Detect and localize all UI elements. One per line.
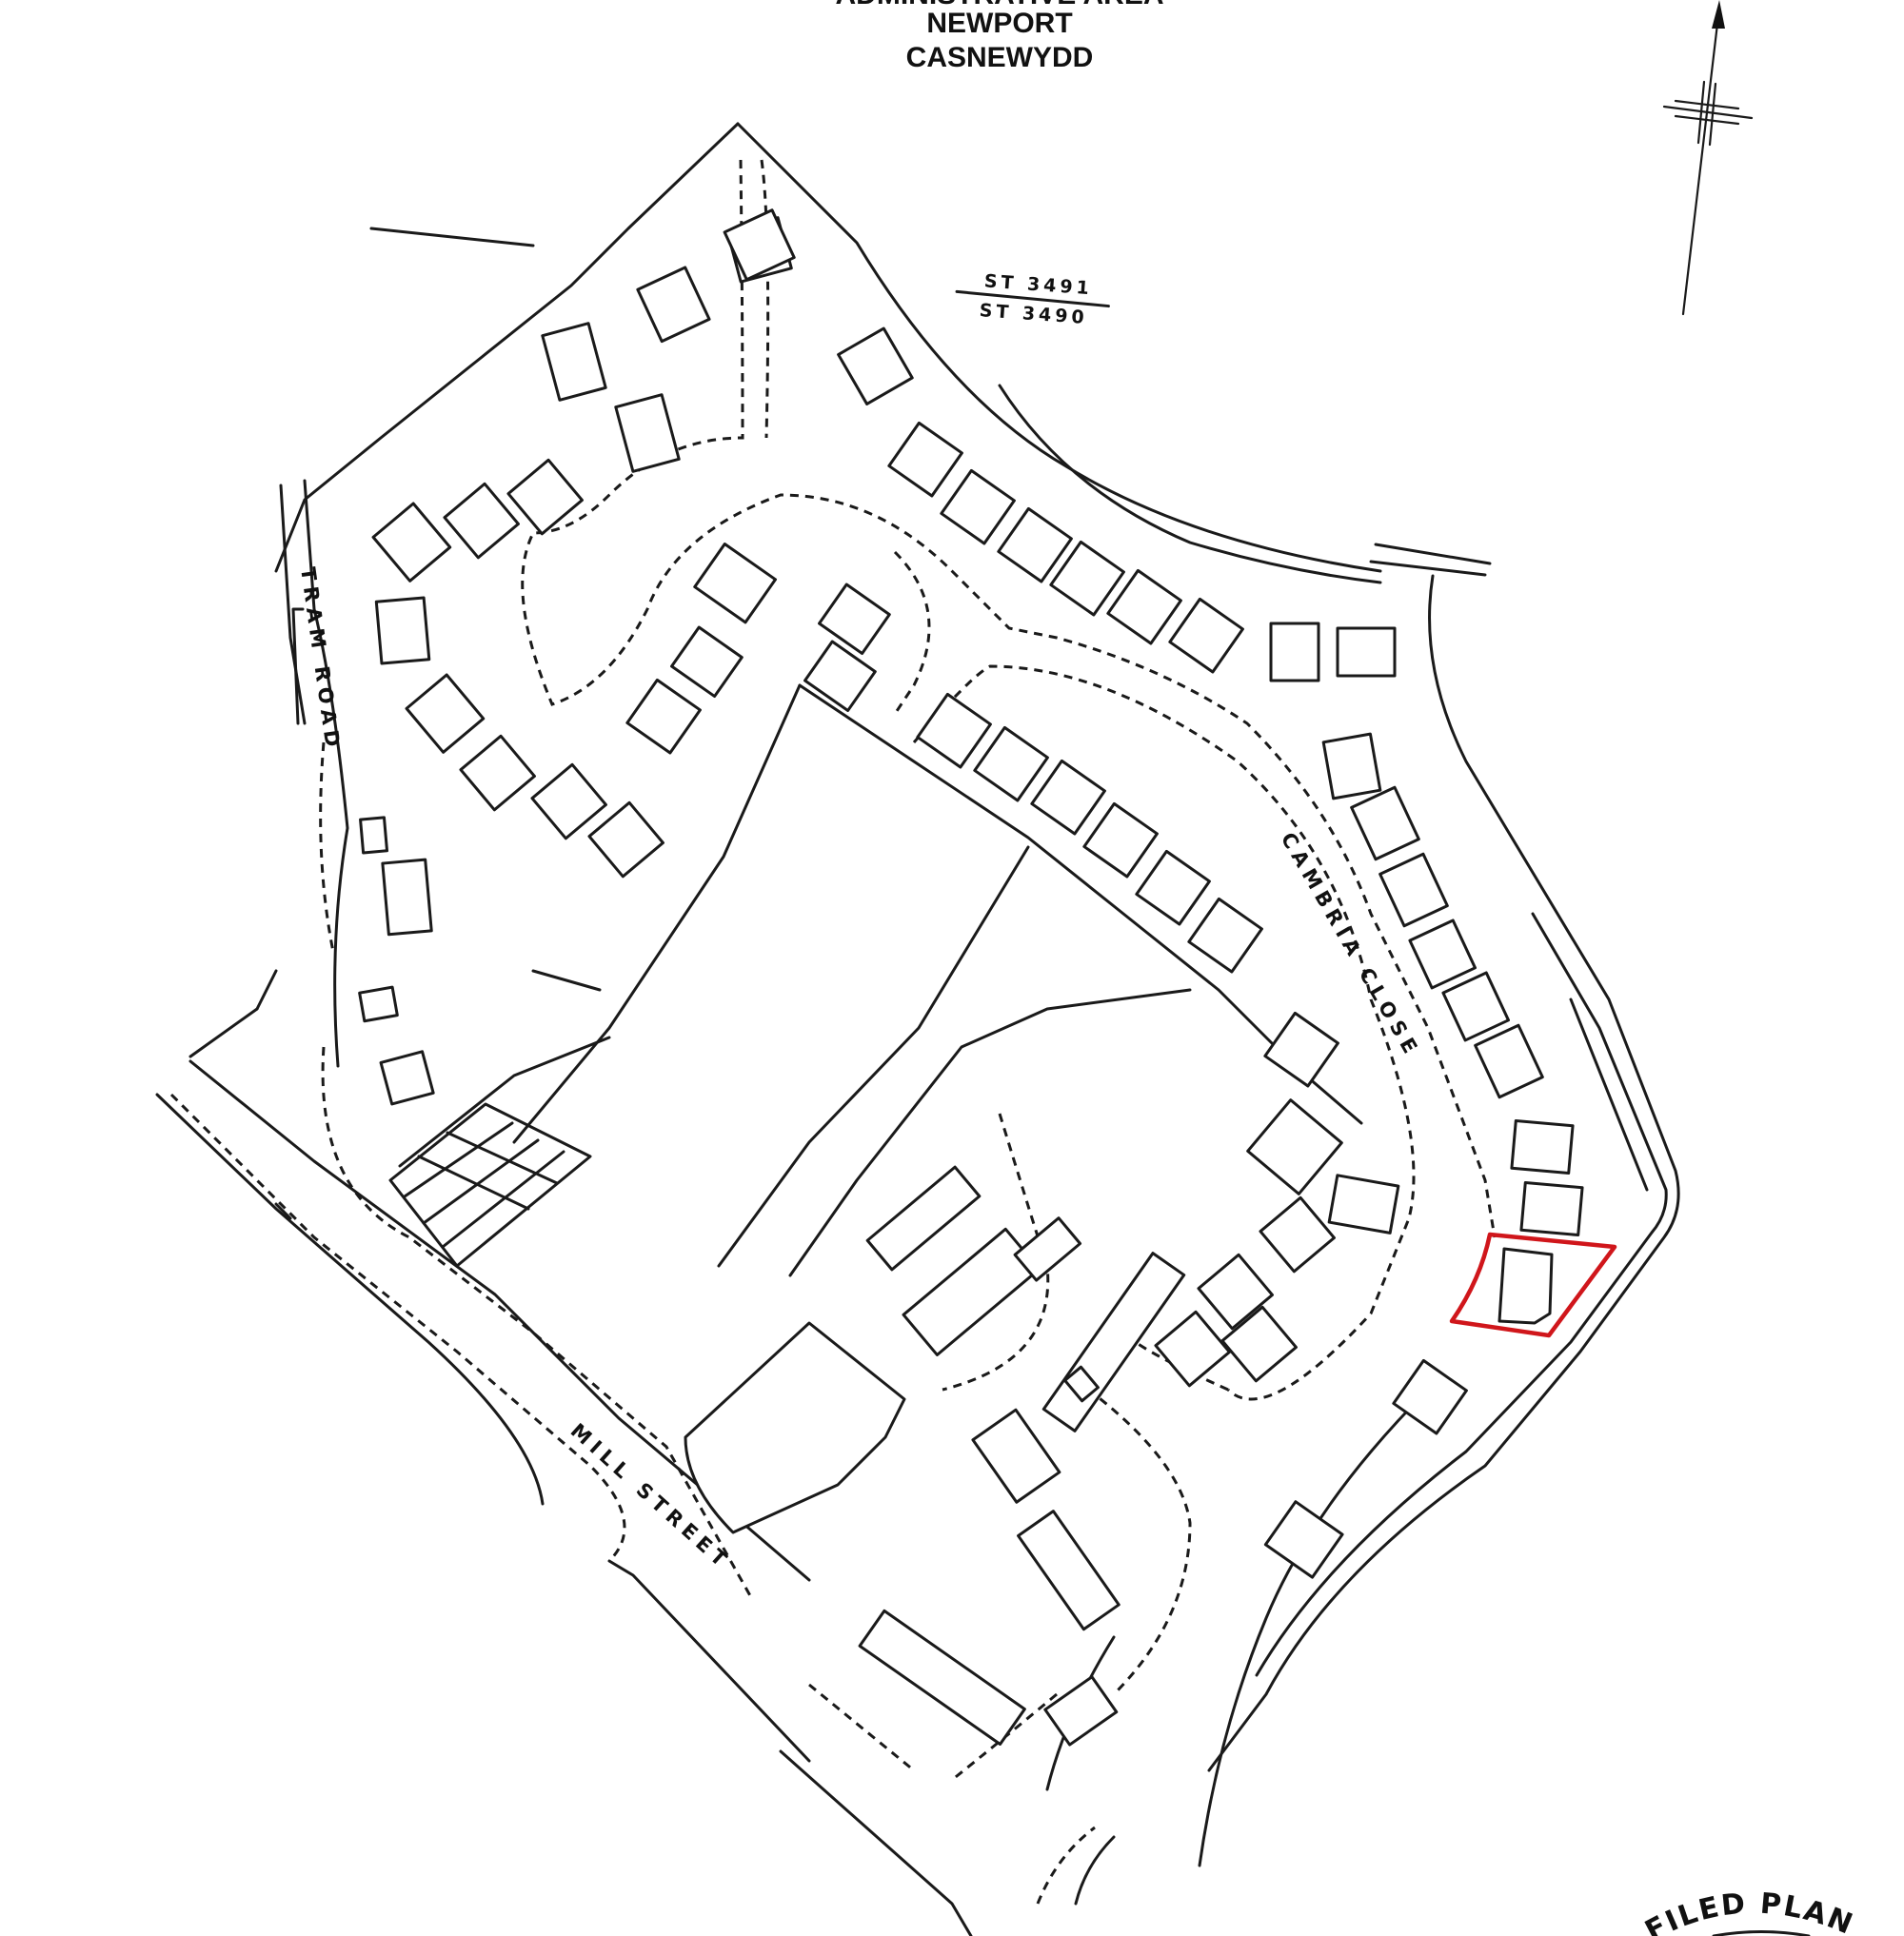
area-line-partial: ADMINISTRATIVE AREA [836,0,1164,10]
map-header: ADMINISTRATIVE AREA NEWPORT CASNEWYDD [836,0,1164,73]
area-name-welsh: CASNEWYDD [906,42,1094,73]
buildings [358,208,1584,1747]
area-name-english: NEWPORT [926,8,1072,39]
street-label-tram-road: TRAM ROAD [296,565,345,754]
grid-block [388,1102,592,1268]
grid-reference: ST 3491 ST 3490 [955,270,1110,328]
filed-plan-seal: FILED PLAN [1640,1887,1859,1936]
grid-ref-lower: ST 3490 [979,300,1088,328]
seal-text: FILED PLAN [1640,1887,1859,1936]
road-network [155,122,1680,1936]
highlighted-parcel[interactable] [1449,1232,1617,1338]
north-arrow-icon [1662,0,1754,316]
